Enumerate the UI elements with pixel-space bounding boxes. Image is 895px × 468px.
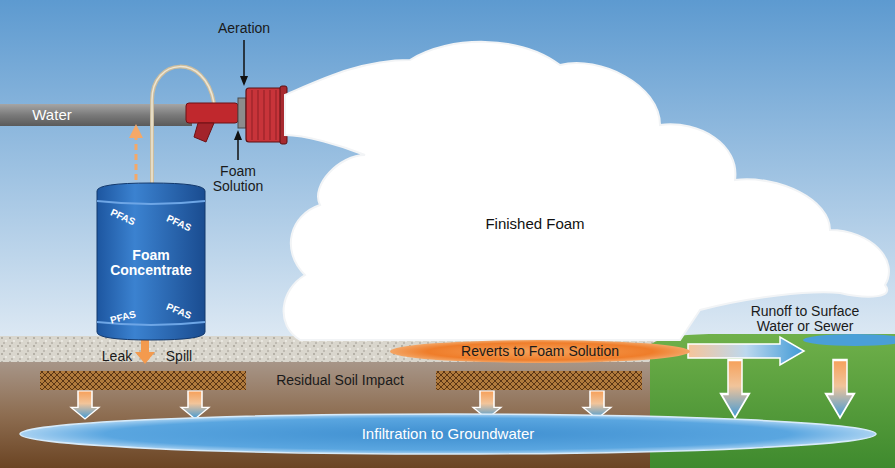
foam-concentrate-drum: PFASPFASFoam ConcentratePFASPFAS	[95, 183, 207, 340]
foam-solution-label: Foam Solution	[207, 164, 269, 194]
node-outline	[270, 35, 895, 345]
groundwater-lens: Infiltration to Groundwater	[20, 414, 876, 454]
foam-solution-pool: Reverts to Foam Solution	[390, 340, 690, 363]
node-text: Finished Foam	[485, 216, 584, 233]
node-text: Water	[32, 107, 71, 124]
finished-foam-cloud: Finished Foam	[270, 35, 895, 345]
node-text: Infiltration to Groundwater	[362, 426, 535, 443]
spill-label: Spill	[154, 349, 204, 364]
water-pipe: Water	[0, 104, 192, 126]
leak-label: Leak	[92, 349, 142, 364]
soil-impact-label: Residual Soil Impact	[255, 373, 425, 388]
node-text: Reverts to Foam Solution	[461, 344, 619, 359]
runoff-label: Runoff to Surface Water or Sewer	[735, 304, 875, 334]
node-text: Foam Concentrate	[103, 248, 199, 279]
aeration-label: Aeration	[199, 21, 289, 36]
